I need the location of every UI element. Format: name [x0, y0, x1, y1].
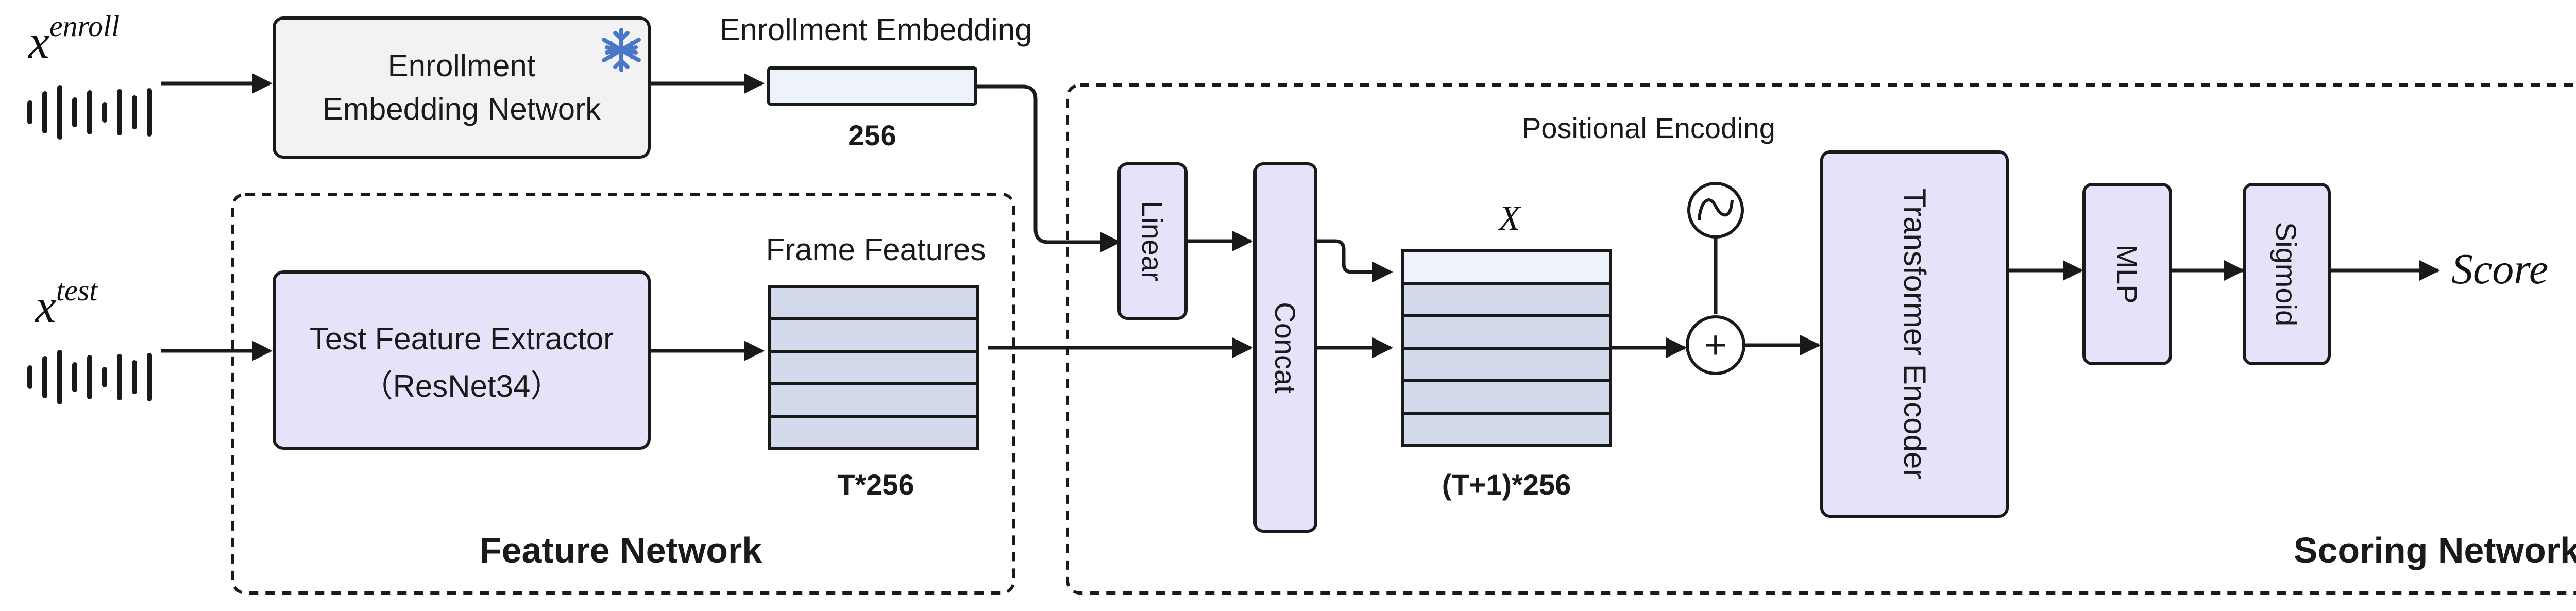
scoring-network-group [1066, 83, 2576, 595]
linear-label: Linear [1136, 201, 1168, 281]
frame-features-title: Frame Features [766, 232, 986, 267]
sigmoid-label: Sigmoid [2270, 222, 2302, 326]
concat-block [1253, 162, 1317, 533]
snowflake-icon [602, 28, 641, 72]
enroll-waveform-icon [27, 85, 152, 140]
enroll-embedding-vector [767, 66, 977, 106]
add-operator [1686, 315, 1745, 375]
arrow-concat-to-embed-row [1317, 239, 1393, 282]
scoring-network-label: Scoring Network [2294, 530, 2576, 570]
test-waveform-icon [27, 350, 152, 404]
plus-symbol: + [1704, 323, 1727, 367]
frame-features-stack [768, 285, 979, 450]
mlp-block [2082, 183, 2172, 365]
sine-wave-icon [1687, 182, 1744, 239]
enrollment-embedding-network [273, 16, 651, 159]
feature-network-label: Feature Network [480, 530, 762, 570]
connection-arrows [161, 73, 2440, 361]
positional-encoding-label: Positional Encoding [1522, 112, 1775, 144]
score-output: Score [2451, 245, 2548, 293]
test-feature-extractor [273, 270, 651, 450]
enroll-input-label: xenroll [27, 9, 120, 68]
sine-curve [1698, 198, 1734, 221]
test-extractor-label-1: Test Feature Extractor [310, 321, 614, 356]
enroll-embedding-title: Enrollment Embedding [719, 12, 1032, 47]
transformer-encoder-block [1820, 150, 2009, 518]
concat-label: Concat [1269, 302, 1301, 394]
concat-dim: (T+1)*256 [1442, 468, 1571, 501]
mlp-label: MLP [2111, 244, 2143, 303]
sigmoid-block [2243, 183, 2331, 365]
test-extractor-label-2: （ResNet34） [362, 369, 562, 403]
concat-feature-stack [1401, 249, 1612, 447]
enroll-embedding-dim: 256 [848, 119, 896, 151]
x-symbol: X [1497, 198, 1521, 237]
enroll-net-label-2: Embedding Network [323, 92, 601, 126]
linear-block [1117, 162, 1188, 320]
enroll-net-label-1: Enrollment [388, 48, 536, 83]
feature-network-group [231, 193, 1015, 595]
arrow-embedding-to-linear [976, 84, 1121, 252]
test-input-label: xtest [34, 274, 98, 332]
frame-features-dim: T*256 [837, 468, 914, 501]
transformer-label: Transformer Encoder [1897, 189, 1932, 480]
